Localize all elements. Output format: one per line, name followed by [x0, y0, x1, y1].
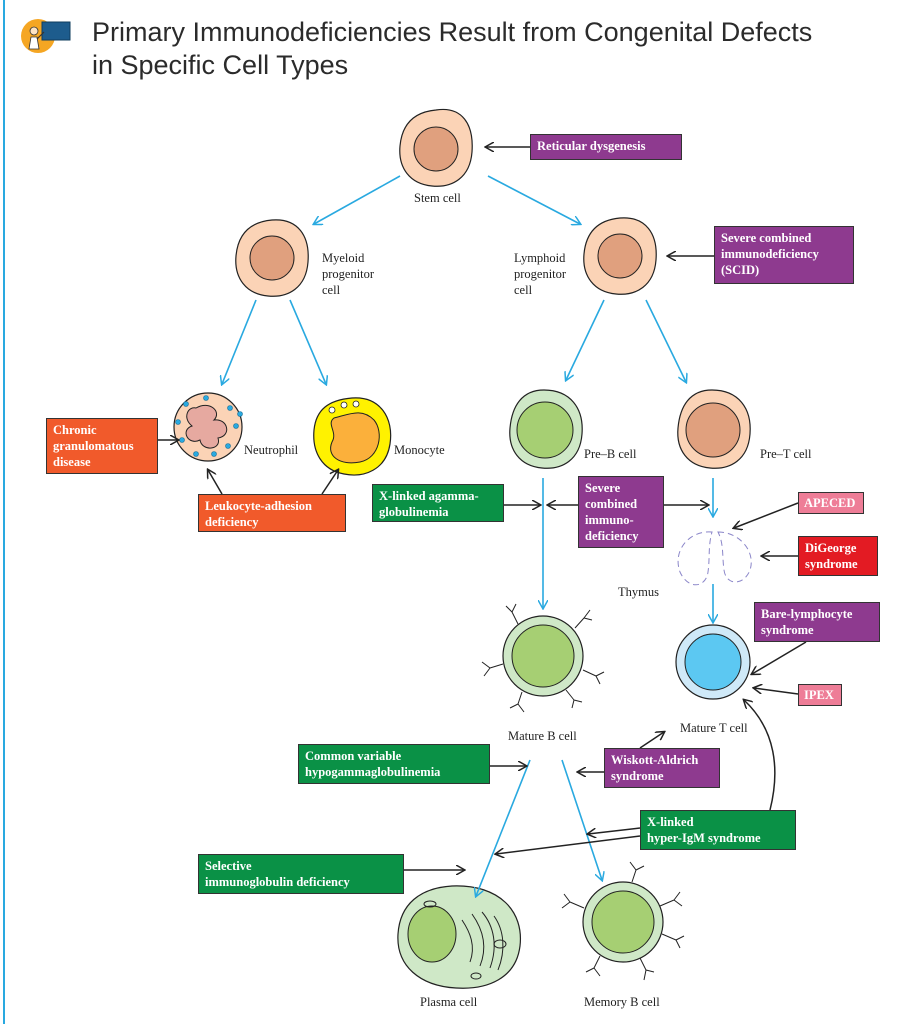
- mature-t-cell: [675, 624, 751, 700]
- bare-lymphocyte-syndrome-box: Bare-lymphocyte syndrome: [754, 602, 880, 642]
- pre-t-cell: [677, 389, 751, 469]
- bare-line-2: syndrome: [761, 623, 814, 637]
- scid-box: Severe combined immunodeficiency (SCID): [714, 226, 854, 284]
- wiskott-line-2: syndrome: [611, 769, 664, 783]
- plasma-cell-label: Plasma cell: [420, 995, 478, 1009]
- title-line-1: Primary Immunodeficiencies Result from C…: [92, 17, 813, 47]
- lymphoid-label: Lymphoid progenitor cell: [514, 250, 566, 298]
- x-linked-agammaglobulinemia-box: X-linked agamma- globulinemia: [372, 484, 504, 522]
- mature-b-cell: [481, 603, 605, 713]
- neutrophil-label: Neutrophil: [244, 443, 299, 457]
- wiskott-line-1: Wiskott-Aldrich: [611, 753, 699, 767]
- myeloid-label-2: progenitor: [322, 267, 375, 281]
- scid-line-1: Severe combined: [721, 231, 812, 245]
- stem-cell: [399, 108, 473, 187]
- ipex-box: IPEX: [798, 684, 842, 706]
- wiskott-aldrich-syndrome-box: Wiskott-Aldrich syndrome: [604, 748, 720, 788]
- monocyte-label: Monocyte: [394, 443, 445, 457]
- pre-b-cell: [509, 389, 583, 469]
- lad-line-1: Leukocyte-adhesion: [205, 499, 312, 513]
- myeloid-label-3: cell: [322, 283, 341, 297]
- selective-line-2: immunoglobulin deficiency: [205, 875, 350, 889]
- thymus-outline: [677, 531, 752, 586]
- neutrophil-cell: [173, 392, 243, 462]
- xla-line-1: X-linked agamma-: [379, 489, 479, 503]
- myeloid-label: Myeloid progenitor cell: [322, 250, 374, 298]
- digeorge-syndrome-box: DiGeorge syndrome: [798, 536, 878, 576]
- cvid-line-1: Common variable: [305, 749, 402, 763]
- xla-line-2: globulinemia: [379, 505, 449, 519]
- thymus-label: Thymus: [618, 585, 659, 599]
- defect-arrows: [158, 147, 807, 870]
- mature-t-cell-label: Mature T cell: [680, 721, 748, 735]
- severe-combined-immunodeficiency-box: Severe combined immuno- deficiency: [578, 476, 664, 548]
- selective-immunoglobulin-deficiency-box: Selective immunoglobulin deficiency: [198, 854, 404, 894]
- developmental-arrows: [222, 175, 713, 896]
- memory-b-cell-label: Memory B cell: [584, 995, 660, 1009]
- lymphoid-label-1: Lymphoid: [514, 251, 566, 265]
- lymphoid-label-3: cell: [514, 283, 533, 297]
- cgd-line-2: granulomatous: [53, 439, 134, 453]
- leukocyte-adhesion-deficiency-box: Leukocyte-adhesion deficiency: [198, 494, 346, 532]
- teacher-board-icon: [21, 19, 71, 53]
- common-variable-hypogammaglobulinemia-box: Common variable hypogammaglobulinemia: [298, 744, 490, 784]
- scid-line-3: (SCID): [721, 263, 760, 277]
- myeloid-progenitor-cell: [235, 219, 309, 297]
- page-title: Primary Immunodeficiencies Result from C…: [92, 16, 892, 82]
- cvid-line-2: hypogammaglobulinemia: [305, 765, 441, 779]
- mature-b-cell-label: Mature B cell: [508, 729, 577, 743]
- title-line-2: in Specific Cell Types: [92, 50, 349, 80]
- scid2-line-4: deficiency: [585, 529, 639, 543]
- monocyte-cell: [313, 397, 392, 476]
- cgd-line-1: Chronic: [53, 423, 97, 437]
- lymphoid-progenitor-cell: [583, 217, 657, 295]
- memory-b-cell: [561, 861, 685, 981]
- selective-line-1: Selective: [205, 859, 252, 873]
- x-linked-hyper-igm-syndrome-box: X-linked hyper-IgM syndrome: [640, 810, 796, 850]
- scid2-line-1: Severe: [585, 481, 621, 495]
- lymphoid-label-2: progenitor: [514, 267, 567, 281]
- pre-t-cell-label: Pre–T cell: [760, 447, 812, 461]
- scid2-line-3: immuno-: [585, 513, 634, 527]
- xhigm-line-2: hyper-IgM syndrome: [647, 831, 761, 845]
- bare-line-1: Bare-lymphocyte: [761, 607, 853, 621]
- apeced-box: APECED: [798, 492, 864, 514]
- cgd-line-3: disease: [53, 455, 91, 469]
- digeorge-line-1: DiGeorge: [805, 541, 857, 555]
- left-rule: [3, 0, 5, 1024]
- reticular-dysgenesis-box: Reticular dysgenesis: [530, 134, 682, 160]
- plasma-cell: [397, 885, 521, 989]
- scid2-line-2: combined: [585, 497, 638, 511]
- lad-line-2: deficiency: [205, 515, 259, 529]
- pre-b-cell-label: Pre–B cell: [584, 447, 637, 461]
- scid-line-2: immunodeficiency: [721, 247, 819, 261]
- xhigm-line-1: X-linked: [647, 815, 694, 829]
- digeorge-line-2: syndrome: [805, 557, 858, 571]
- stem-cell-label: Stem cell: [414, 191, 461, 205]
- myeloid-label-1: Myeloid: [322, 251, 365, 265]
- chronic-granulomatous-disease-box: Chronic granulomatous disease: [46, 418, 158, 474]
